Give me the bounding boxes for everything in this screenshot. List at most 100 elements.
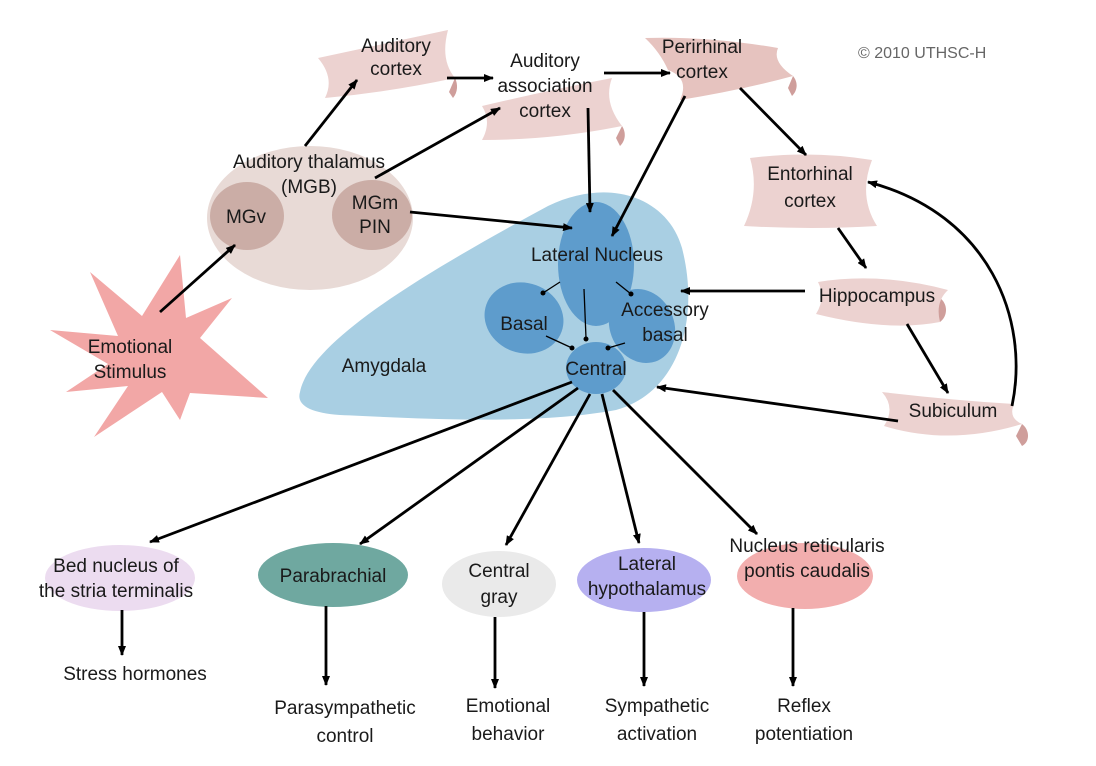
bed-nucleus-shape (45, 545, 195, 611)
arrow-thalamus-to-auditory-cortex (303, 79, 359, 147)
emotional-behavior-label-line: behavior (472, 724, 546, 745)
connector-dot (628, 291, 634, 297)
nucleus-reticularis-label-line: pontis caudalis (744, 561, 870, 582)
emotional-stimulus-label-line: Emotional (88, 337, 173, 358)
parabrachial-shape (258, 543, 408, 607)
hippocampus-label-line: Hippocampus (819, 286, 935, 307)
connector-lateral-to-basal (542, 281, 561, 294)
central-label: Central (565, 359, 626, 380)
connector-accessory-to-central (607, 342, 626, 349)
sympathetic-activation-label-line: Sympathetic (605, 696, 710, 717)
subiculum-label: Subiculum (909, 401, 998, 422)
arrow-central-to-parabrachial (359, 386, 579, 546)
hippocampus-shape (816, 278, 948, 326)
connector-lateral-to-accessory-basal (615, 281, 632, 295)
copyright-text: © 2010 UTHSC-H (858, 45, 986, 62)
perirhinal-cortex-label-line: Perirhinal (662, 37, 742, 58)
auditory-association-cortex-label: Auditory association cortex (497, 51, 592, 122)
nucleus-reticularis-label-line: Nucleus reticularis (729, 536, 884, 557)
basal-shape (484, 282, 564, 354)
arrow-perirhinal-to-entorhinal (739, 87, 807, 156)
basal-label: Basal (500, 314, 548, 335)
hippocampus-label: Hippocampus (819, 286, 935, 307)
lateral-nucleus-label-line: Lateral Nucleus (531, 245, 663, 266)
central-label-line: Central (565, 359, 626, 380)
mgm-pin-shape (332, 180, 412, 250)
arrow-subiculum-to-entorhinal (867, 180, 1018, 407)
emotional-behavior-label-line: Emotional (466, 696, 551, 717)
nucleus-reticularis-shape (737, 543, 873, 609)
entorhinal-cortex-label-line: Entorhinal (767, 164, 853, 185)
auditory-cortex-label-line: cortex (370, 59, 422, 80)
accessory-basal-label: Accessory basal (621, 300, 709, 346)
mgv-label: MGv (226, 207, 267, 228)
accessory-basal-label-line: Accessory (621, 300, 709, 321)
bed-nucleus-label: Bed nucleus of the stria terminalis (39, 556, 193, 602)
accessory-basal-label-line: basal (642, 325, 687, 346)
arrow-mgm-to-association (374, 106, 501, 180)
subiculum-shape (882, 392, 1028, 446)
reflex-potentiation-label-line: Reflex (777, 696, 831, 717)
central-gray-label: Central gray (468, 561, 529, 608)
arrow-association-to-lateral-nucleus (585, 107, 594, 213)
arrow-stimulus-to-thalamus (159, 243, 236, 314)
arrow-entorhinal-to-hippocampus (836, 227, 868, 269)
stress-hormones-label: Stress hormones (63, 664, 207, 685)
entorhinal-cortex-label-line: cortex (784, 191, 836, 212)
arrow-subiculum-to-central (656, 384, 899, 423)
parasympathetic-control-label-line: Parasympathetic (274, 698, 416, 719)
connector-dot (540, 290, 546, 296)
perirhinal-cortex-label-line: cortex (676, 62, 728, 83)
central-gray-label-line: gray (481, 587, 518, 608)
connector-lateral-to-central (583, 288, 587, 339)
auditory-association-cortex-label-line: association (497, 76, 592, 97)
central-shape (566, 342, 626, 394)
sympathetic-activation-label-line: activation (617, 724, 697, 745)
mgv-shape (210, 182, 284, 250)
mgv-label-line: MGv (226, 207, 267, 228)
arrow-central-to-bed-nucleus (149, 380, 573, 544)
reflex-potentiation-label: Reflex potentiation (755, 696, 853, 745)
parabrachial-label-line: Parabrachial (280, 566, 387, 587)
connection-arrows (118, 69, 1018, 689)
arrow-central-to-nucleus-reticularis (612, 389, 758, 535)
parabrachial-label: Parabrachial (280, 566, 387, 587)
basal-label-line: Basal (500, 314, 548, 335)
arrow-mgm-to-lateral-nucleus (409, 210, 573, 232)
intra-amygdala-dots (540, 290, 634, 351)
perirhinal-cortex-shape (645, 37, 797, 100)
connector-dot (569, 345, 575, 351)
auditory-thalamus-label: Auditory thalamus(MGB) (233, 152, 385, 198)
sympathetic-activation-label: Sympathetic activation (605, 696, 710, 745)
lateral-nucleus-label: Lateral Nucleus (531, 245, 663, 266)
connector-dot (605, 345, 611, 351)
stress-hormones-label-line: Stress hormones (63, 664, 207, 685)
auditory-cortex-label-line: Auditory (361, 36, 431, 57)
perirhinal-cortex-label: Perirhinal cortex (662, 37, 742, 83)
auditory-association-cortex-label-line: cortex (519, 101, 571, 122)
reflex-potentiation-label-line: potentiation (755, 724, 853, 745)
lateral-hypothalamus-shape (577, 548, 711, 612)
subiculum-label-line: Subiculum (909, 401, 998, 422)
entorhinal-cortex-shape (744, 154, 877, 228)
bed-nucleus-label-line: Bed nucleus of (53, 556, 179, 577)
amygdala-label-line: Amygdala (342, 356, 427, 377)
arrow-perirhinal-to-lateral-nucleus (610, 95, 687, 237)
intra-amygdala-connectors (542, 281, 632, 349)
auditory-association-cortex-label-line: Auditory (510, 51, 580, 72)
connector-dot (583, 336, 589, 342)
central-gray-label-line: Central (468, 561, 529, 582)
bed-nucleus-label-line: the stria terminalis (39, 581, 193, 602)
emotional-behavior-label: Emotional behavior (466, 696, 551, 745)
auditory-thalamus-label-line: Auditory thalamus (233, 152, 385, 173)
mgm-pin-label-line: PIN (359, 217, 391, 238)
arrow-central-to-central-gray (504, 393, 592, 546)
parasympathetic-control-label-line: control (316, 726, 373, 747)
